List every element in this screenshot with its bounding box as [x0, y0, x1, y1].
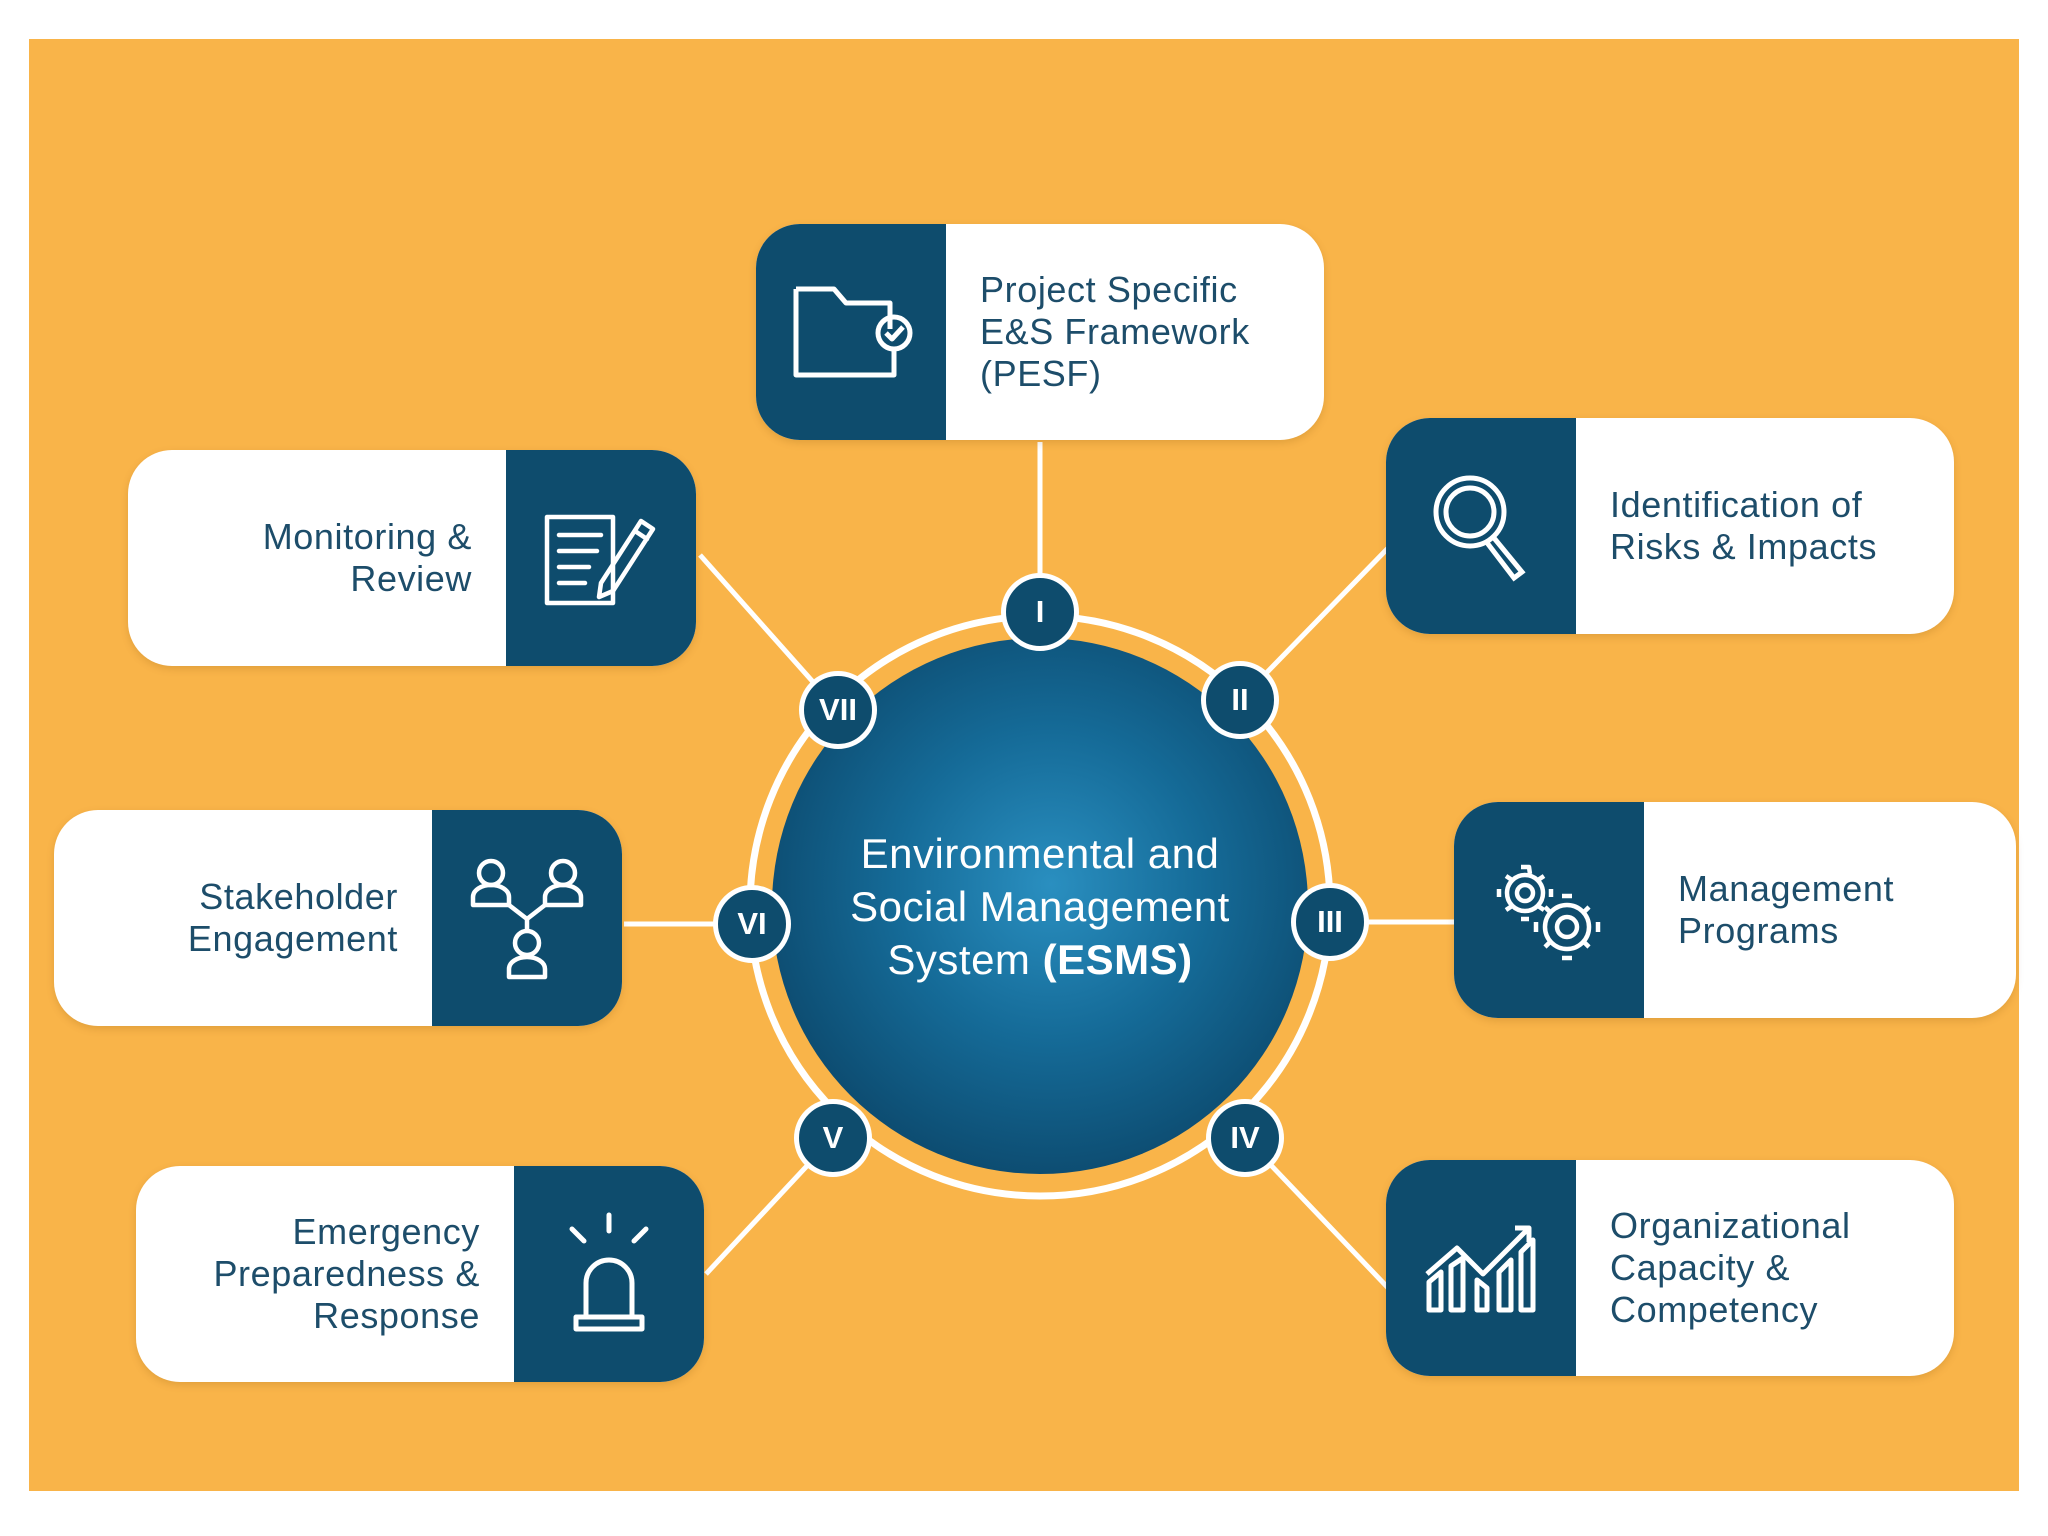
label-line: Emergency: [292, 1211, 480, 1252]
label-line: Capacity &: [1610, 1247, 1791, 1288]
rising-chart-icon: [1425, 1225, 1536, 1313]
icon-panel: [756, 224, 946, 440]
numeral-badge-i: I: [1001, 573, 1079, 651]
label-line: E&S Framework: [980, 311, 1250, 352]
numeral-badge-vii: VII: [799, 671, 877, 749]
element-card-vii: Monitoring & Review: [128, 450, 696, 666]
label-line: Programs: [1678, 910, 1839, 951]
label-line: Stakeholder: [199, 876, 398, 917]
label-line: Organizational: [1610, 1205, 1851, 1246]
label-line: Management: [1678, 868, 1895, 909]
element-label: Organizational Capacity & Competency: [1576, 1160, 1954, 1376]
element-card-i: Project Specific E&S Framework (PESF): [756, 224, 1324, 440]
label-line: (PESF): [980, 353, 1102, 394]
label-line: Project Specific: [980, 269, 1238, 310]
hub-title-line: Environmental and: [860, 829, 1220, 877]
label-line: Engagement: [187, 918, 398, 959]
element-label: Monitoring & Review: [128, 450, 506, 666]
alarm-light-icon: [569, 1212, 649, 1332]
label-line: Review: [350, 558, 472, 599]
people-network-icon: [470, 858, 584, 980]
hub-title: Environmental and Social Management Syst…: [820, 827, 1260, 986]
numeral-badge-iv: IV: [1206, 1099, 1284, 1177]
magnifier-icon: [1433, 475, 1526, 582]
element-label: Management Programs: [1644, 802, 2016, 1018]
icon-panel: [1386, 1160, 1576, 1376]
label-line: Response: [313, 1295, 480, 1336]
element-label: Emergency Preparedness & Response: [136, 1166, 514, 1382]
element-card-iii: Management Programs: [1454, 802, 2016, 1018]
document-pen-icon: [544, 514, 656, 606]
hub-title-text: System: [887, 935, 1043, 983]
numeral-badge-ii: II: [1201, 661, 1279, 739]
element-card-v: Emergency Preparedness & Response: [136, 1166, 704, 1382]
icon-panel: [1386, 418, 1576, 634]
hub-title-line: Social Management: [850, 882, 1230, 930]
label-line: Risks & Impacts: [1610, 526, 1878, 567]
label-line: Preparedness &: [213, 1253, 480, 1294]
hub-title-line: System (ESMS): [820, 933, 1260, 986]
icon-panel: [1454, 802, 1644, 1018]
icon-panel: [514, 1166, 704, 1382]
numeral-badge-vi: VI: [713, 885, 791, 963]
element-label: Stakeholder Engagement: [54, 810, 432, 1026]
element-label: Identification of Risks & Impacts: [1576, 418, 1954, 634]
element-label: Project Specific E&S Framework (PESF): [946, 224, 1324, 440]
numeral-badge-v: V: [794, 1099, 872, 1177]
label-line: Monitoring &: [262, 516, 472, 557]
element-card-iv: Organizational Capacity & Competency: [1386, 1160, 1954, 1376]
gears-icon: [1496, 864, 1601, 961]
label-line: Competency: [1610, 1289, 1819, 1330]
icon-panel: [506, 450, 696, 666]
element-card-vi: Stakeholder Engagement: [54, 810, 622, 1026]
icon-panel: [432, 810, 622, 1026]
label-line: Identification of: [1610, 484, 1863, 525]
hub-title-acronym: (ESMS): [1042, 935, 1193, 983]
numeral-badge-iii: III: [1291, 883, 1369, 961]
element-card-ii: Identification of Risks & Impacts: [1386, 418, 1954, 634]
folder-check-icon: [793, 286, 913, 378]
